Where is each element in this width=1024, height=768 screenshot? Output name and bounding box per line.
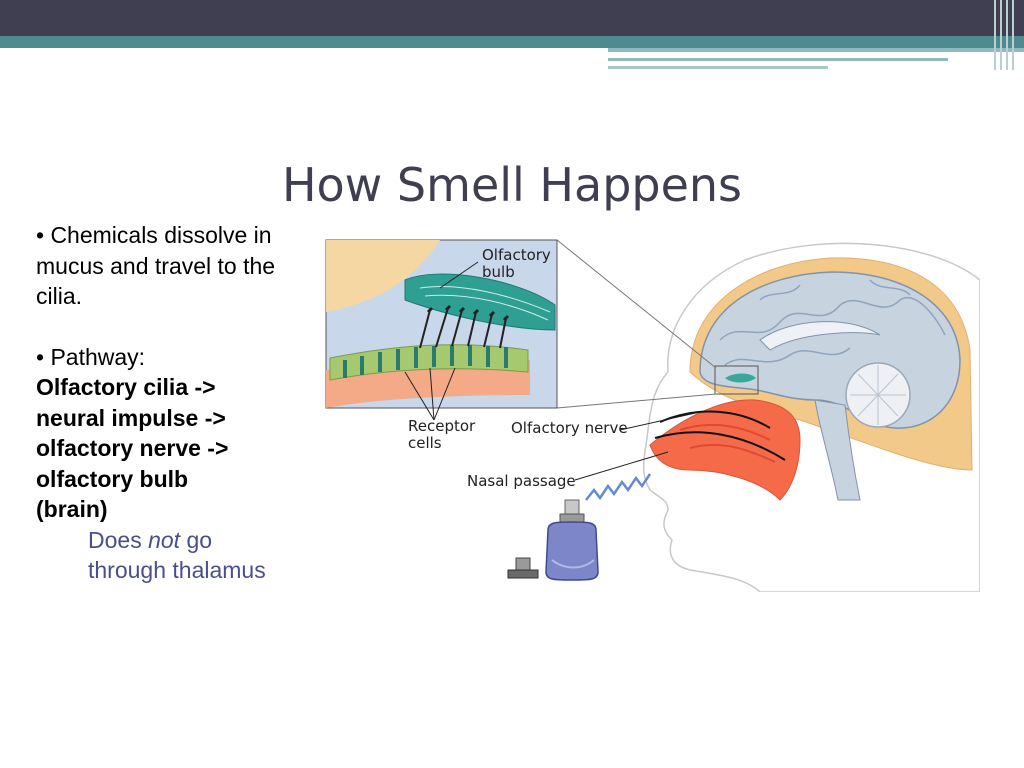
- airflow-arrow: [654, 431, 786, 461]
- label-receptor-cells: Receptor: [408, 417, 476, 435]
- perfume-bottle: [545, 499, 599, 581]
- header-stripe: [1006, 0, 1008, 70]
- brainstem: [814, 399, 861, 501]
- pathway-step: Olfactory cilia ->: [36, 374, 216, 400]
- pathway-step: olfactory nerve ->: [36, 435, 229, 461]
- header-line: [608, 48, 1024, 52]
- bullet-item-chemicals: • Chemicals dissolve in mucus and travel…: [36, 222, 276, 309]
- label-pointer: [433, 367, 456, 421]
- inset-nerve-fibers: [419, 307, 507, 349]
- pathway-step: (brain): [36, 496, 108, 522]
- thalamus-note: Does not go through thalamus: [36, 525, 286, 586]
- bottle-cap: [507, 557, 539, 579]
- cerebellum-folds: [850, 365, 906, 425]
- header-stripe: [1000, 0, 1002, 70]
- label-pointer: [429, 367, 435, 421]
- note-prefix: Does: [88, 526, 149, 553]
- scent-wave: [585, 473, 652, 501]
- nasal-cavity: [649, 399, 801, 501]
- bullet-list: • Chemicals dissolve in mucus and travel…: [36, 220, 286, 586]
- inset-fiber-tips: [426, 304, 510, 322]
- label-olfactory-bulb: Olfactory: [482, 246, 551, 264]
- olfaction-diagram: Olfactory bulb Receptor cells Olfactory …: [325, 239, 980, 592]
- corpus-callosum: [759, 321, 881, 351]
- note-suffix: go through thalamus: [88, 526, 266, 584]
- inset-bone: [326, 240, 440, 312]
- brain-folds: [719, 279, 946, 366]
- header-line: [608, 66, 828, 69]
- slide-title: How Smell Happens: [281, 158, 743, 212]
- airflow-arrow: [659, 410, 771, 429]
- inset-bulb-lines: [419, 286, 551, 321]
- magnified-inset: [325, 239, 558, 421]
- label-pointer: [439, 261, 479, 289]
- inset-bulb: [404, 273, 556, 331]
- note-emphasis: not: [148, 526, 181, 553]
- spacer: [36, 312, 286, 342]
- turbinates: [679, 423, 776, 463]
- olfactory-bulb-small: [725, 373, 756, 383]
- header-stripe: [994, 0, 996, 70]
- header-stripe: [1012, 0, 1014, 70]
- label-pointer: [574, 451, 669, 481]
- label-olfactory-bulb: bulb: [482, 263, 515, 281]
- header-accent-band: [0, 36, 1024, 48]
- bullet-item-pathway: • Pathway:: [36, 343, 146, 370]
- magnified-region-box: [714, 365, 759, 395]
- inset-receptor-cells: [343, 345, 508, 378]
- header-bar: [0, 0, 1024, 36]
- label-receptor-cells: cells: [408, 434, 442, 452]
- label-nasal-passage: Nasal passage: [467, 472, 576, 490]
- label-pointer: [404, 371, 435, 421]
- zoom-line: [556, 239, 717, 369]
- header-line: [608, 58, 948, 61]
- pathway-step: neural impulse ->: [36, 404, 226, 431]
- pathway-step: olfactory bulb: [36, 465, 189, 492]
- zoom-line: [556, 393, 717, 409]
- label-olfactory-nerve: Olfactory nerve: [511, 419, 628, 437]
- label-pointer: [619, 411, 701, 431]
